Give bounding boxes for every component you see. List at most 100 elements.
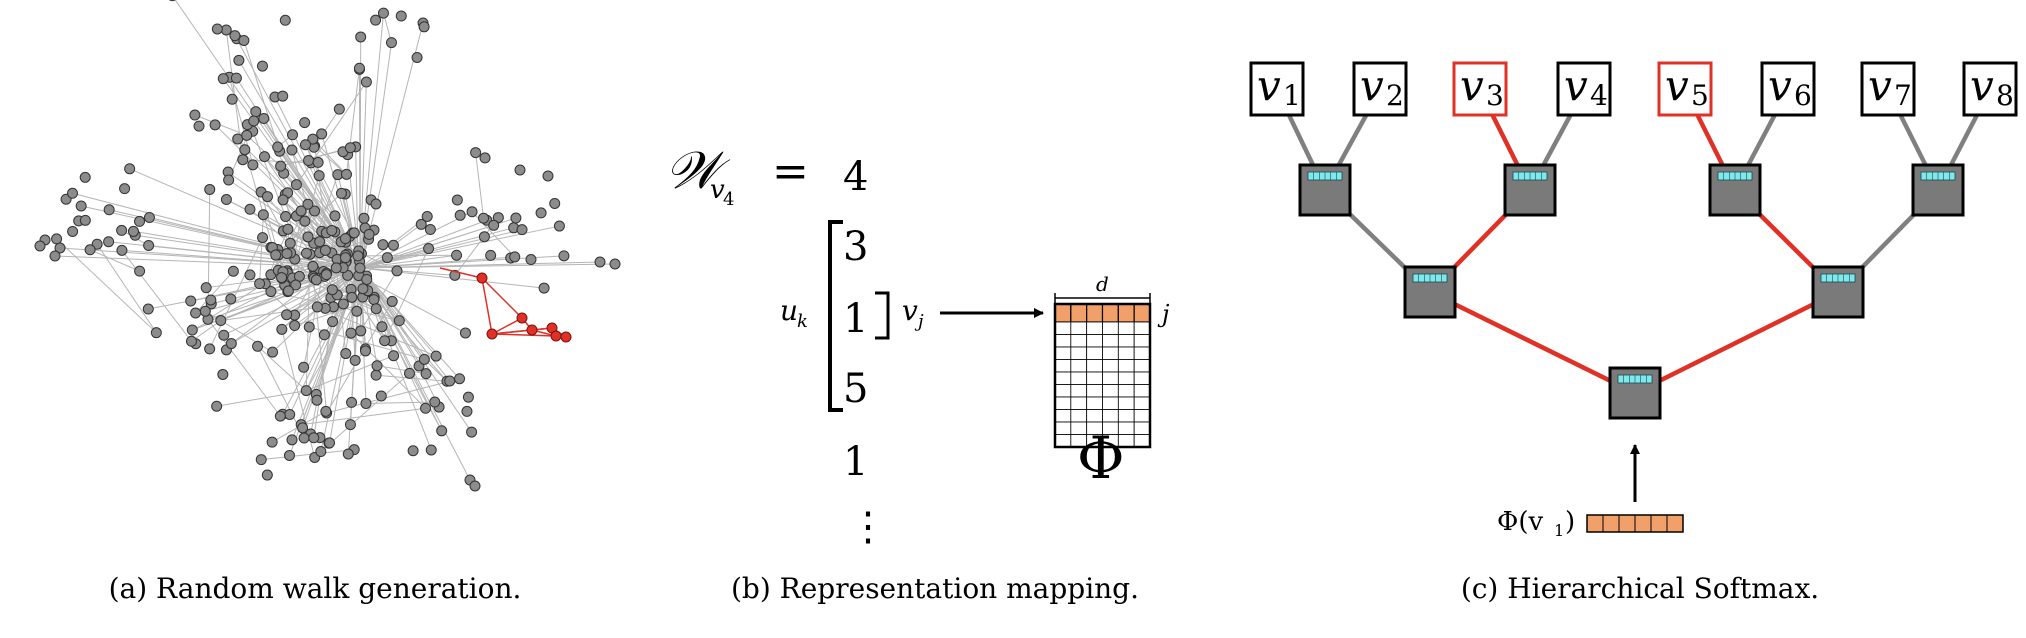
graph-node	[217, 73, 229, 85]
input-embedding-vector	[1586, 514, 1684, 533]
matrix-cell	[1054, 321, 1072, 335]
leaf-symbol: v	[1868, 61, 1892, 110]
graph-node	[454, 209, 466, 221]
graph-node	[333, 103, 345, 115]
embedding-cell	[1101, 303, 1119, 323]
matrix-cell	[1133, 434, 1151, 448]
graph-node	[283, 449, 295, 461]
graph-node	[425, 444, 437, 456]
matrix-cell	[1054, 359, 1072, 373]
graph-node	[302, 198, 314, 210]
leaf-symbol: v	[1768, 61, 1792, 110]
graph-node	[244, 269, 256, 281]
graph-node	[469, 480, 481, 492]
graph-edge	[301, 407, 426, 426]
graph-edge	[231, 279, 317, 344]
graph-node	[361, 273, 373, 285]
graph-node	[225, 338, 237, 350]
graph-edge	[223, 267, 361, 336]
target-bracket	[875, 291, 890, 340]
graph-node	[250, 106, 262, 118]
graph-edge	[267, 196, 327, 274]
graph-node	[284, 408, 296, 420]
graph-node	[376, 321, 388, 333]
graph-node	[349, 354, 361, 366]
random-walk-nodes	[476, 272, 572, 343]
graph-node	[444, 375, 456, 387]
graph-node	[510, 212, 522, 224]
graph-edge	[359, 263, 616, 269]
graph-edge	[195, 270, 234, 314]
graph-node	[252, 340, 264, 352]
graph-node	[238, 34, 250, 46]
graph-node	[345, 327, 357, 339]
graph-node	[360, 76, 372, 88]
sequence-item-4: 5	[843, 366, 868, 412]
walk-subscript: v	[710, 175, 725, 205]
graph-edge	[359, 82, 367, 269]
graph-node	[418, 21, 430, 33]
graph-node	[84, 244, 96, 256]
graph-node	[307, 260, 319, 272]
sequence-ellipsis: ⋮	[848, 504, 888, 550]
graph-node	[319, 244, 331, 256]
graph-node	[244, 203, 256, 215]
graph-node	[538, 282, 550, 294]
graph-node	[395, 10, 407, 22]
walk-node	[526, 324, 538, 336]
graph-edge	[261, 449, 355, 461]
graph-node	[265, 286, 277, 298]
caption-random-walk: (a) Random walk generation.	[108, 572, 522, 605]
matrix-cell	[1102, 384, 1119, 398]
graph-node	[199, 305, 211, 317]
matrix-cell	[1102, 359, 1119, 373]
graph-node	[239, 144, 251, 156]
graph-node	[411, 51, 423, 63]
graph-node	[286, 144, 298, 156]
graph-edge	[89, 249, 140, 272]
graph-node	[314, 236, 326, 248]
graph-edge	[56, 238, 157, 334]
graph-node	[257, 209, 269, 221]
matrix-cell	[1086, 371, 1103, 385]
graph-node	[300, 385, 312, 397]
graph-node	[385, 37, 397, 49]
matrix-cell	[1117, 359, 1135, 373]
matrix-cell	[1086, 359, 1103, 373]
graph-node	[277, 90, 289, 102]
graph-node	[370, 198, 382, 210]
graph-node	[302, 231, 314, 243]
graph-node	[254, 278, 266, 290]
walk-edge	[491, 333, 557, 337]
graph-node	[355, 325, 367, 337]
input-label-close: )	[1565, 507, 1575, 537]
walk-node	[550, 330, 562, 342]
matrix-cell	[1086, 384, 1103, 398]
graph-edge	[359, 254, 457, 269]
graph-node	[370, 14, 382, 26]
graph-edge	[357, 254, 457, 257]
graph-node	[348, 227, 360, 239]
vj-subscript: j	[914, 311, 924, 332]
graph-node	[289, 320, 301, 332]
graph-node	[211, 23, 223, 35]
graph-node	[277, 194, 289, 206]
leaf-box	[1452, 61, 1508, 117]
graph-node	[339, 252, 351, 264]
graph-node	[286, 434, 298, 446]
graph-node	[459, 327, 471, 339]
matrix-cell	[1070, 384, 1088, 398]
uk-label: u	[780, 294, 798, 327]
matrix-cell	[1086, 346, 1103, 360]
hub-node	[354, 262, 366, 274]
graph-edge	[359, 267, 460, 380]
matrix-cell	[1133, 421, 1151, 435]
graph-node	[351, 305, 363, 317]
graph-node	[346, 396, 358, 408]
graph-node	[451, 194, 463, 206]
graph-node	[204, 183, 216, 195]
leaf-symbol: v	[1257, 61, 1281, 110]
